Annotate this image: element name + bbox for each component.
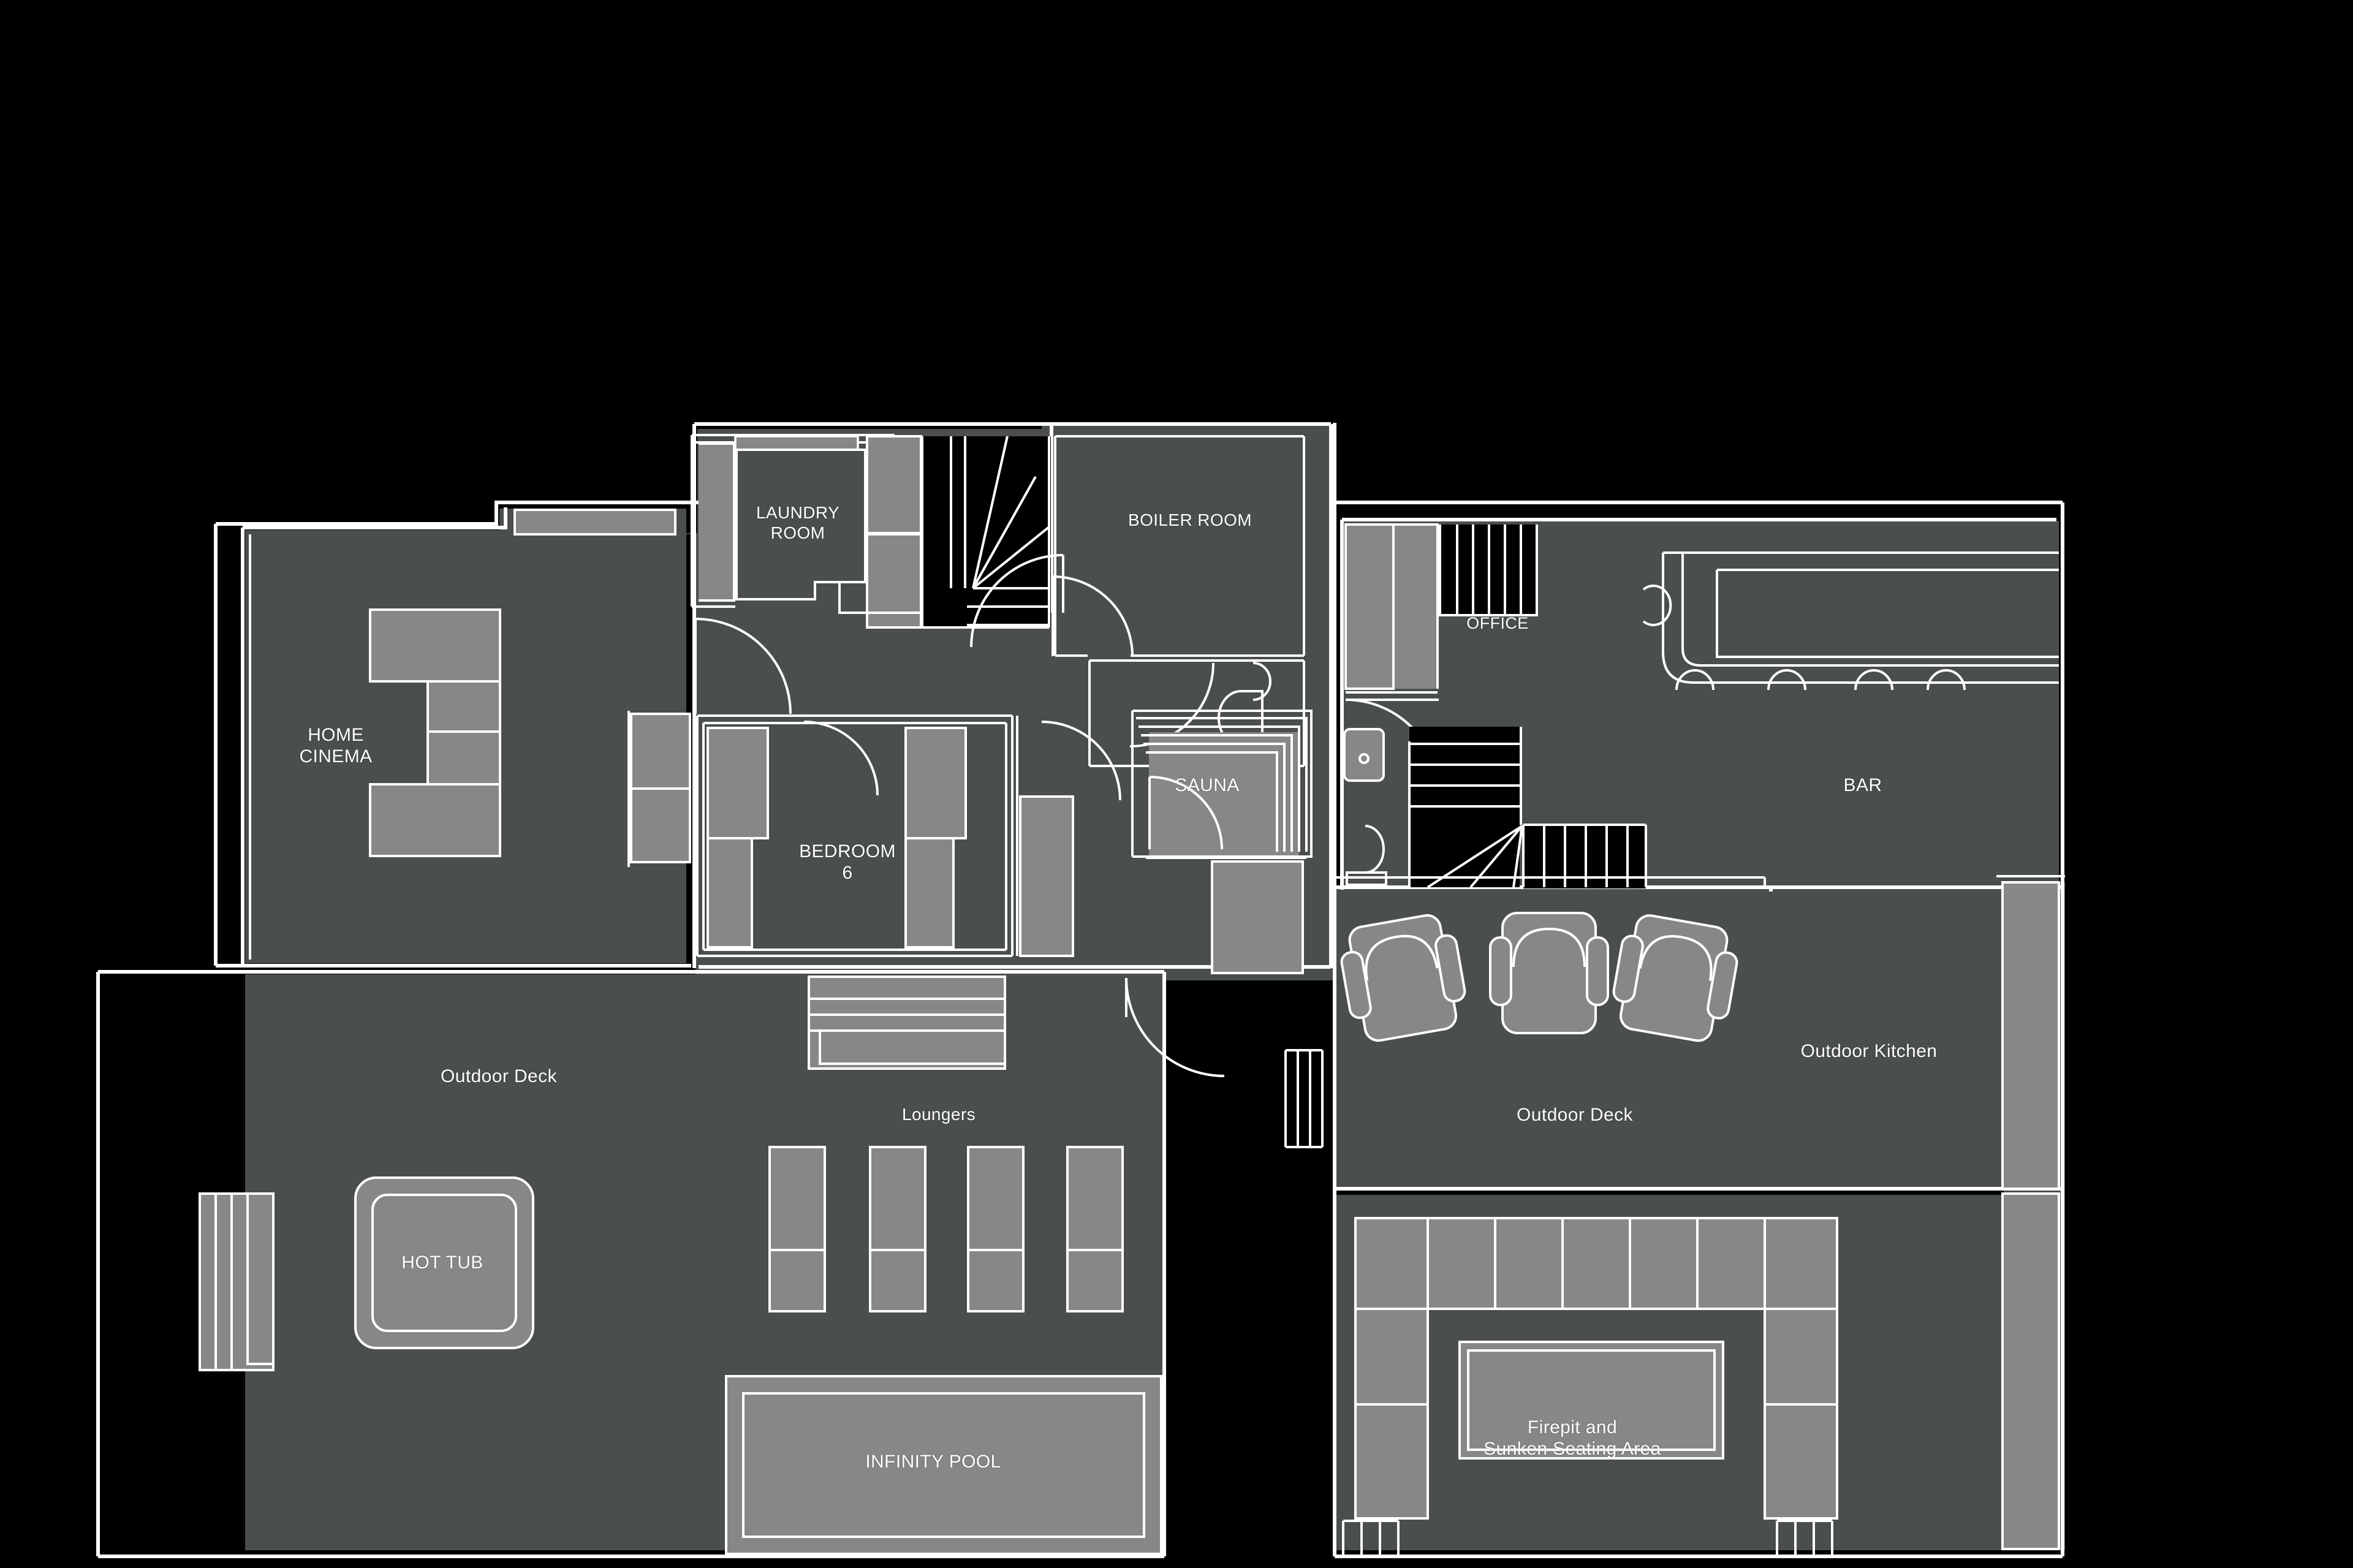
floor-patch-bridge — [1164, 974, 1336, 980]
outdoor-kitchen-group — [1996, 875, 2065, 1550]
misc-wall-group — [513, 423, 1336, 536]
left-deck-features — [199, 975, 1324, 1555]
wc-right-group — [1343, 728, 1387, 886]
outer-wall-group — [96, 422, 2064, 1558]
closet-column-group — [627, 711, 691, 867]
right-wing-lower-edge — [1335, 876, 1766, 887]
sauna-group — [1131, 710, 1313, 974]
hall-door-group — [694, 554, 1271, 1077]
bedroom-6-group — [696, 714, 1121, 957]
laundry-room-group — [691, 434, 968, 629]
firepit-seating-group — [1342, 1217, 1838, 1556]
boiler-room-group — [1051, 435, 1305, 657]
bar-counter-group — [1642, 551, 2059, 691]
armchair-group — [1340, 912, 1738, 1042]
home-cinema-group — [249, 534, 501, 960]
